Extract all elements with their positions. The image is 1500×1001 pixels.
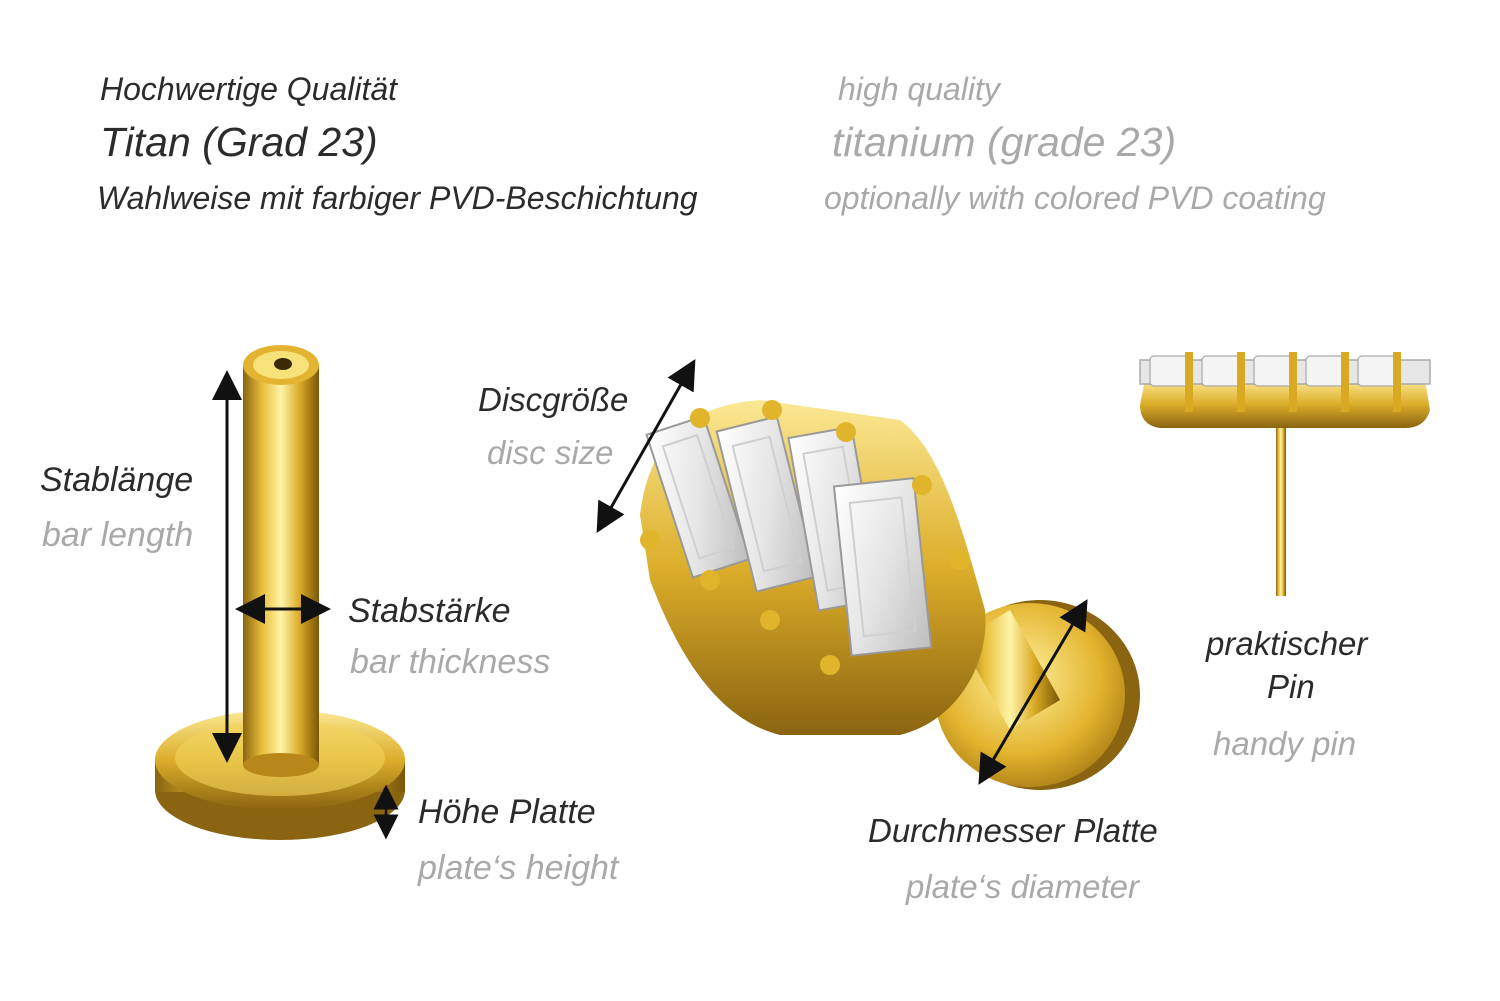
header-coating-en: optionally with colored PVD coating: [824, 180, 1326, 216]
pin-label-en: handy pin: [1213, 725, 1357, 762]
plate-height-label-en: plate‘s height: [418, 849, 619, 887]
plate-diameter-label-en: plate‘s diameter: [906, 868, 1139, 905]
bar-thickness-label-de: Stabstärke: [348, 592, 511, 630]
header-material-de: Titan (Grad 23): [100, 119, 378, 165]
pin-label-de-line2: Pin: [1267, 668, 1315, 705]
plate-diameter-arrow: [978, 599, 1088, 785]
bar-length-label-en: bar length: [42, 516, 194, 554]
header-quality-de: Hochwertige Qualität: [100, 71, 398, 107]
header-material-en: titanium (grade 23): [832, 119, 1177, 165]
pin-label-de-line1: praktischer: [1206, 625, 1368, 662]
plate-diameter-label-de: Durchmesser Platte: [868, 812, 1158, 849]
disc-size-label-en: disc size: [487, 434, 614, 471]
jewel-top: [640, 400, 1140, 790]
header-quality-en: high quality: [838, 71, 1000, 107]
bar-length-label-de: Stablänge: [40, 461, 194, 499]
disc-size-arrow: [596, 358, 696, 534]
header-coating-de: Wahlweise mit farbiger PVD-Beschichtung: [97, 180, 698, 216]
plate-height-label-de: Höhe Platte: [418, 793, 596, 831]
pin-top: [1139, 352, 1431, 596]
bar-thickness-label-en: bar thickness: [350, 643, 551, 681]
disc-size-label-de: Discgröße: [478, 381, 629, 418]
